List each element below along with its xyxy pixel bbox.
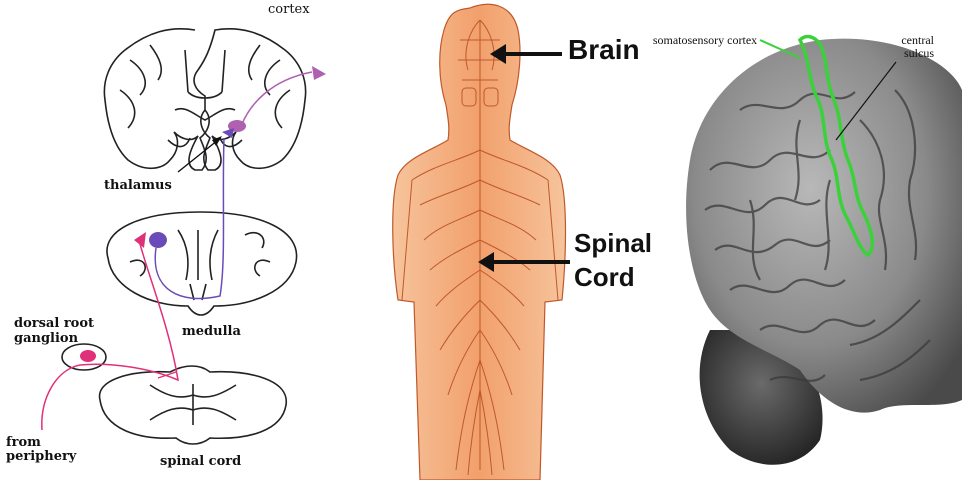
medulla-section [107,212,297,315]
body-silhouette [393,4,566,480]
label-medulla: medulla [182,324,241,339]
label-brain: Brain [568,34,640,66]
label-dorsal-root-ganglion: dorsal root ganglion [14,316,124,346]
label-from-periphery: from periphery [6,436,76,464]
label-somatosensory-cortex: somatosensory cortex [650,34,760,47]
sensory-pathway-diagram: cortex thalamus medulla dorsal root gang… [0,0,340,480]
brain-photo-panel: somatosensory cortex central sulcus [650,0,962,480]
spinal-cord-section [100,366,287,444]
label-spinal-cord-body: Spinal Cord [574,226,644,294]
pathway-illustration [0,0,340,480]
brain-coronal-section [104,29,305,170]
label-spinal-cord: spinal cord [160,454,241,469]
nervous-system-figure: Brain Spinal Cord [340,0,650,480]
label-cortex: cortex [268,2,310,17]
brain-photo [650,0,962,480]
label-central-sulcus: central sulcus [874,34,934,60]
label-thalamus: thalamus [104,178,172,193]
